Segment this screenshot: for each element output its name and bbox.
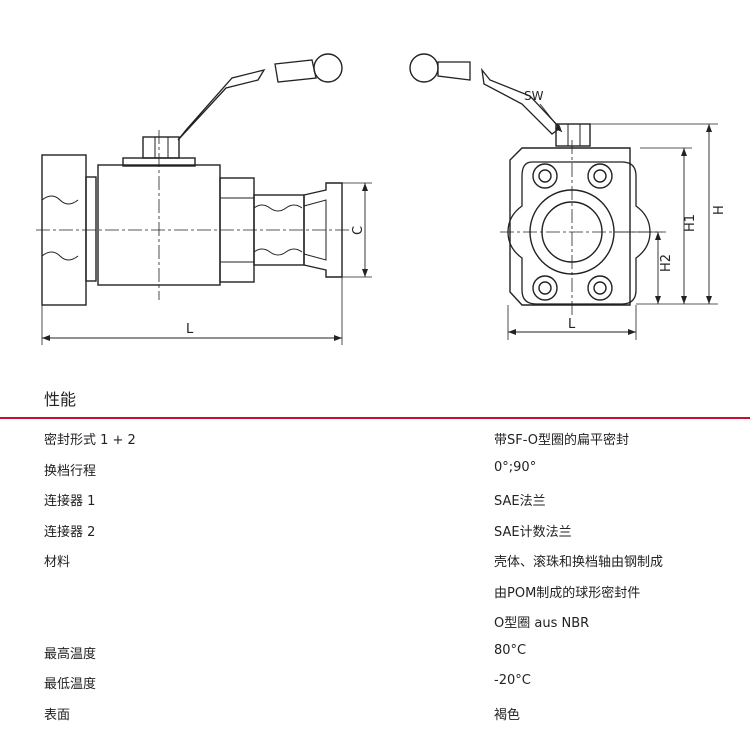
spec-value: SAE法兰: [494, 494, 546, 509]
spec-row: 连接器 1 SAE法兰: [0, 485, 750, 516]
front-bolt-hole: [532, 275, 558, 301]
spec-value: 带SF-O型圈的扁平密封: [494, 433, 630, 448]
spec-row: O型圈 aus NBR: [0, 607, 750, 638]
front-label-H: H: [712, 205, 727, 215]
spec-row: 由POM制成的球形密封件: [0, 577, 750, 608]
spec-value: 80°C: [494, 642, 527, 658]
front-bolt-hole: [587, 163, 613, 189]
front-handle-knob: [409, 53, 439, 83]
spec-value: 壳体、滚珠和换档轴由钢制成: [494, 555, 664, 570]
spec-value: 褐色: [494, 707, 521, 723]
front-label-H1: H1: [683, 214, 698, 232]
spec-label: 表面: [44, 707, 71, 723]
front-bolt-hole: [587, 275, 613, 301]
side-flange-ring: [85, 176, 97, 282]
front-handle: [481, 67, 561, 135]
front-label-L: L: [568, 317, 576, 332]
spec-label: 密封形式 1 + 2: [44, 433, 136, 448]
spec-row: 表面 褐色: [0, 699, 750, 730]
side-handle: [177, 68, 266, 141]
side-stem-nut: [142, 136, 180, 159]
section-divider: [0, 417, 750, 419]
front-flange-outline: [507, 161, 651, 305]
spec-row: 最低温度 -20°C: [0, 668, 750, 699]
spec-value: 由POM制成的球形密封件: [494, 585, 641, 601]
front-body-plate: [509, 147, 631, 306]
front-view: [409, 53, 718, 340]
spec-row: 密封形式 1 + 2 带SF-O型圈的扁平密封: [0, 424, 750, 455]
side-view: [36, 53, 372, 345]
technical-drawing: L C SW H H1 H2 L: [36, 53, 727, 345]
front-stem-nut: [555, 123, 591, 147]
spec-label: 最高温度: [44, 646, 97, 662]
section-title: 性能: [44, 390, 77, 409]
side-handle-knob: [313, 53, 343, 83]
front-bolt-hole: [532, 163, 558, 189]
front-label-SW: SW: [524, 89, 544, 103]
spec-row: 最高温度 80°C: [0, 638, 750, 669]
spec-value: -20°C: [494, 673, 531, 688]
spec-row: 换档行程 0°;90°: [0, 455, 750, 486]
spec-label: 最低温度: [44, 677, 97, 692]
side-label-C: C: [351, 226, 366, 235]
side-label-L: L: [186, 322, 194, 337]
spec-label: 材料: [44, 555, 71, 570]
spec-label: 换档行程: [44, 463, 97, 479]
spec-row: 材料 壳体、滚珠和换档轴由钢制成: [0, 546, 750, 577]
spec-value: SAE计数法兰: [494, 524, 572, 540]
spec-table: 密封形式 1 + 2 带SF-O型圈的扁平密封 换档行程 0°;90° 连接器 …: [0, 424, 750, 729]
spec-value: O型圈 aus NBR: [494, 616, 590, 631]
spec-row: 连接器 2 SAE计数法兰: [0, 516, 750, 547]
spec-label: 连接器 2: [44, 524, 96, 540]
spec-value: 0°;90°: [494, 459, 537, 475]
spec-label: 连接器 1: [44, 494, 96, 509]
front-label-H2: H2: [659, 254, 674, 272]
